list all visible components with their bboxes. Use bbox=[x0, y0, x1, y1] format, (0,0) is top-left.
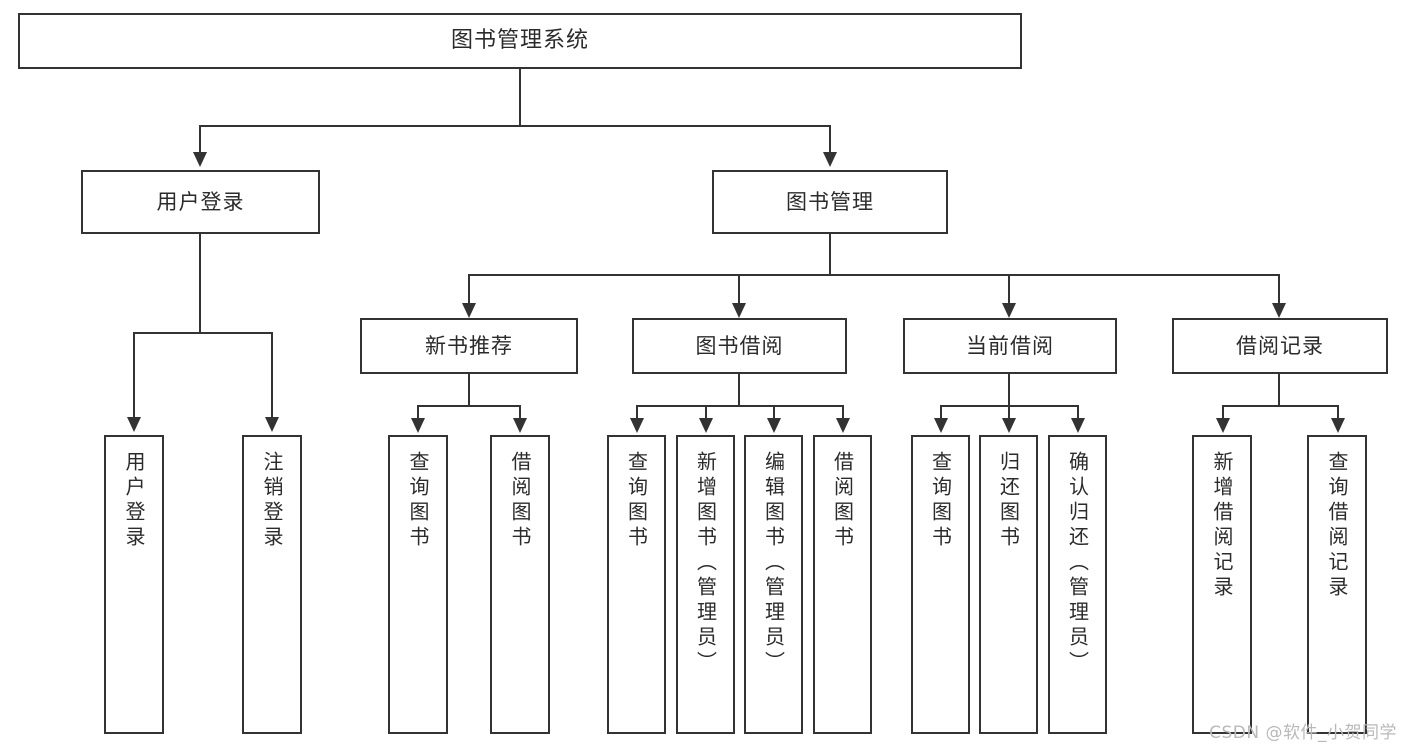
node-label: 查询借阅记录 bbox=[1325, 451, 1349, 601]
connector-book-borrow-leaf-3 bbox=[842, 405, 844, 419]
node-label: 查询图书 bbox=[928, 451, 953, 551]
arrowhead-book-borrow bbox=[732, 303, 746, 318]
leaf-current-borrow-0[interactable]: 查询图书 bbox=[911, 435, 970, 734]
connector-user-login-stem bbox=[199, 233, 201, 333]
leaf-user-login-1[interactable]: 注销登录 bbox=[242, 435, 302, 734]
node-label: 确认归还（管理员） bbox=[1065, 451, 1090, 676]
connector-root-to-user-login bbox=[199, 125, 201, 153]
leaf-book-borrow-2[interactable]: 编辑图书（管理员） bbox=[744, 435, 803, 734]
connector-book-mgmt-bar bbox=[468, 274, 1280, 276]
arrowhead-book-mgmt bbox=[823, 152, 837, 167]
node-label: 借阅记录 bbox=[1236, 333, 1324, 358]
connector-new-book-bar bbox=[417, 405, 521, 407]
node-label: 借阅图书 bbox=[830, 451, 855, 551]
arrowhead-new-book-leaf-0 bbox=[411, 418, 425, 433]
node-label: 注销登录 bbox=[260, 451, 284, 551]
arrowhead-book-borrow-leaf-2 bbox=[767, 418, 781, 433]
connector-book-borrow-leaf-1 bbox=[705, 405, 707, 419]
connector-root-stem bbox=[519, 68, 521, 126]
connector-borrow-record-bar bbox=[1222, 405, 1338, 407]
arrowhead-book-borrow-leaf-3 bbox=[836, 418, 850, 433]
arrowhead-user-login-leaf-1 bbox=[265, 417, 279, 432]
leaf-user-login-0[interactable]: 用户登录 bbox=[104, 435, 164, 734]
node-user-login[interactable]: 用户登录 bbox=[81, 170, 320, 234]
arrowhead-borrow-record-leaf-1 bbox=[1331, 418, 1345, 433]
arrowhead-user-login-leaf-0 bbox=[127, 417, 141, 432]
connector-current-borrow-leaf-1 bbox=[1008, 405, 1010, 419]
arrowhead-current-borrow-leaf-2 bbox=[1071, 418, 1085, 433]
node-label: 归还图书 bbox=[996, 451, 1021, 551]
leaf-new-book-1[interactable]: 借阅图书 bbox=[490, 435, 550, 734]
leaf-borrow-record-1[interactable]: 查询借阅记录 bbox=[1307, 435, 1367, 734]
connector-book-mgmt-to-new-book bbox=[468, 274, 470, 304]
connector-root-bar bbox=[199, 125, 831, 127]
node-new-book-recommend[interactable]: 新书推荐 bbox=[360, 318, 578, 374]
leaf-book-borrow-3[interactable]: 借阅图书 bbox=[813, 435, 872, 734]
connector-current-borrow-leaf-2 bbox=[1077, 405, 1079, 419]
connector-borrow-record-leaf-1 bbox=[1337, 405, 1339, 419]
connector-root-to-book-mgmt bbox=[829, 125, 831, 153]
node-book-management[interactable]: 图书管理 bbox=[712, 170, 948, 234]
arrowhead-borrow-record-leaf-0 bbox=[1216, 418, 1230, 433]
node-label: 新书推荐 bbox=[425, 333, 513, 358]
node-label: 当前借阅 bbox=[966, 333, 1054, 358]
node-book-borrow[interactable]: 图书借阅 bbox=[632, 318, 847, 374]
connector-book-mgmt-to-current-borrow bbox=[1008, 274, 1010, 304]
node-label: 用户登录 bbox=[122, 451, 146, 551]
arrowhead-book-borrow-leaf-1 bbox=[699, 418, 713, 433]
node-label: 图书管理系统 bbox=[450, 28, 589, 54]
leaf-new-book-0[interactable]: 查询图书 bbox=[388, 435, 448, 734]
connector-book-mgmt-to-borrow-record bbox=[1278, 274, 1280, 304]
node-current-borrow[interactable]: 当前借阅 bbox=[903, 318, 1117, 374]
leaf-book-borrow-1[interactable]: 新增图书（管理员） bbox=[676, 435, 735, 734]
leaf-borrow-record-0[interactable]: 新增借阅记录 bbox=[1192, 435, 1252, 734]
connector-new-book-leaf-0 bbox=[417, 405, 419, 419]
arrowhead-user-login bbox=[193, 152, 207, 167]
node-label: 查询图书 bbox=[406, 451, 430, 551]
connector-current-borrow-stem bbox=[1008, 373, 1010, 406]
connector-user-login-leaf-1 bbox=[271, 332, 273, 418]
node-root-book-management-system[interactable]: 图书管理系统 bbox=[18, 13, 1022, 69]
connector-book-borrow-leaf-2 bbox=[773, 405, 775, 419]
arrowhead-current-borrow-leaf-0 bbox=[934, 418, 948, 433]
connector-book-mgmt-stem bbox=[829, 233, 831, 275]
node-label: 借阅图书 bbox=[508, 451, 532, 551]
connector-book-mgmt-to-book-borrow bbox=[738, 274, 740, 304]
arrowhead-new-book-leaf-1 bbox=[513, 418, 527, 433]
connector-book-borrow-leaf-0 bbox=[636, 405, 638, 419]
connector-new-book-stem bbox=[468, 373, 470, 406]
node-label: 图书管理 bbox=[786, 189, 874, 214]
node-label: 新增图书（管理员） bbox=[693, 451, 718, 676]
connector-current-borrow-leaf-0 bbox=[940, 405, 942, 419]
leaf-current-borrow-1[interactable]: 归还图书 bbox=[979, 435, 1038, 734]
connector-user-login-leaf-0 bbox=[133, 332, 135, 418]
node-borrow-record[interactable]: 借阅记录 bbox=[1172, 318, 1388, 374]
arrowhead-book-borrow-leaf-0 bbox=[630, 418, 644, 433]
connector-borrow-record-stem bbox=[1278, 373, 1280, 406]
node-label: 图书借阅 bbox=[695, 333, 784, 358]
arrowhead-current-borrow bbox=[1002, 303, 1016, 318]
leaf-current-borrow-2[interactable]: 确认归还（管理员） bbox=[1048, 435, 1107, 734]
leaf-book-borrow-0[interactable]: 查询图书 bbox=[607, 435, 666, 734]
node-label: 新增借阅记录 bbox=[1210, 451, 1234, 601]
connector-new-book-leaf-1 bbox=[519, 405, 521, 419]
node-label: 用户登录 bbox=[156, 189, 245, 214]
node-label: 查询图书 bbox=[624, 451, 649, 551]
csdn-watermark: CSDN @软件_小贺同学 bbox=[1209, 723, 1397, 743]
connector-borrow-record-leaf-0 bbox=[1222, 405, 1224, 419]
arrowhead-new-book bbox=[462, 303, 476, 318]
arrowhead-borrow-record bbox=[1272, 303, 1286, 318]
connector-user-login-bar bbox=[133, 332, 273, 334]
connector-book-borrow-stem bbox=[738, 373, 740, 406]
arrowhead-current-borrow-leaf-1 bbox=[1002, 418, 1016, 433]
connector-book-borrow-bar bbox=[636, 405, 844, 407]
node-label: 编辑图书（管理员） bbox=[761, 451, 786, 676]
